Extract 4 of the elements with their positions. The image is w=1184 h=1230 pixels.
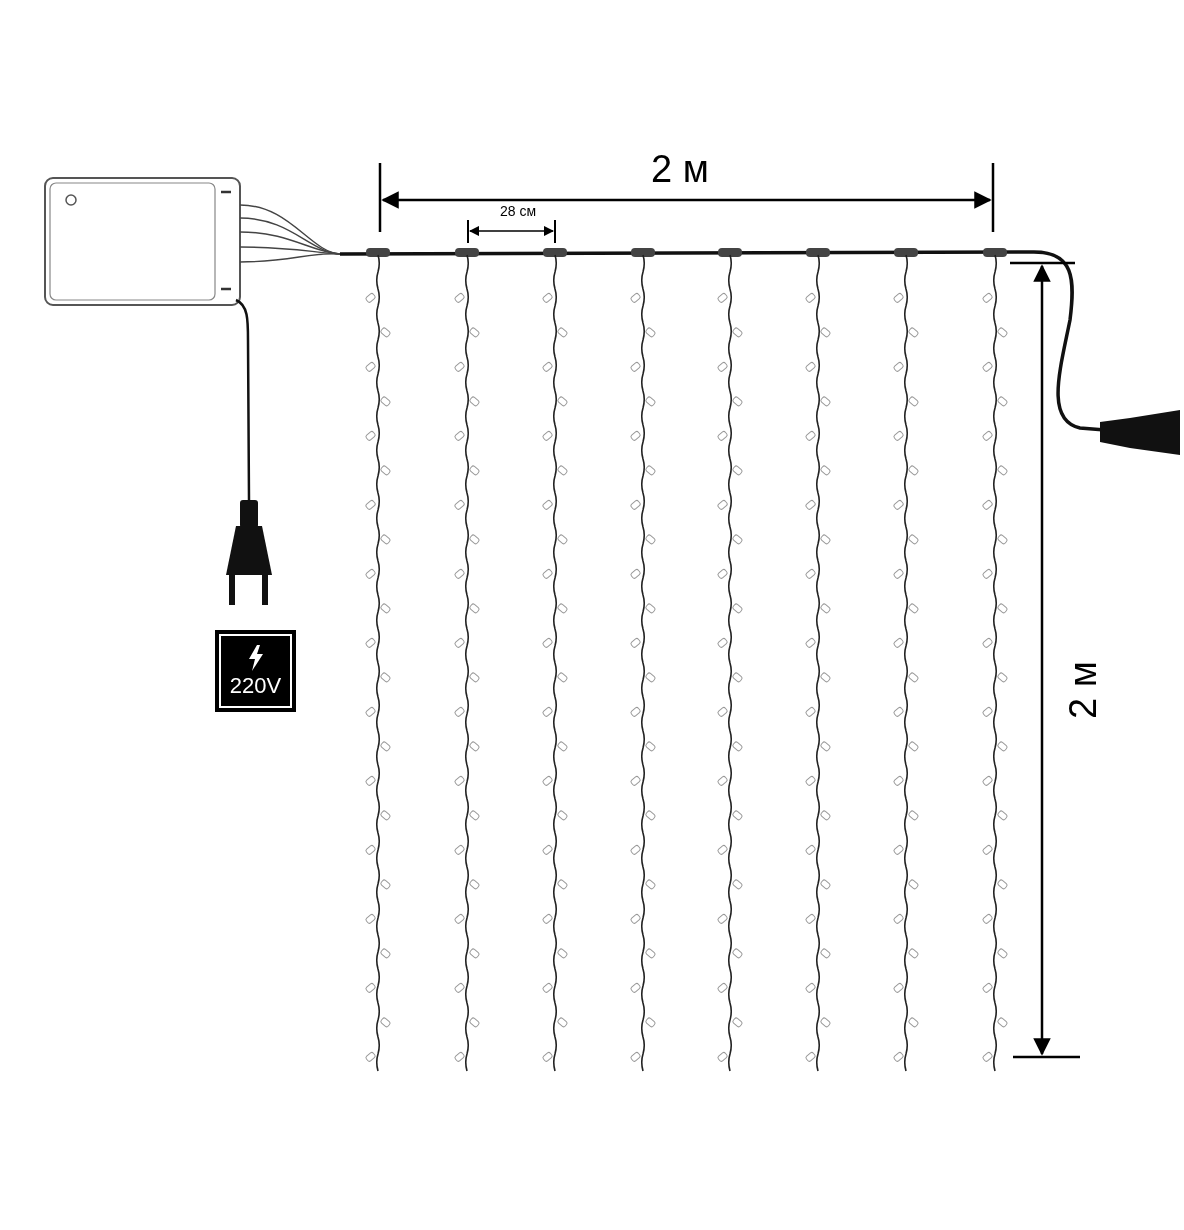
dimension-label: 2 м	[650, 150, 710, 188]
dimension-label: 28 см	[498, 204, 538, 218]
voltage-text: 220V	[229, 675, 282, 697]
dimension-label: 2 м	[1064, 660, 1102, 720]
